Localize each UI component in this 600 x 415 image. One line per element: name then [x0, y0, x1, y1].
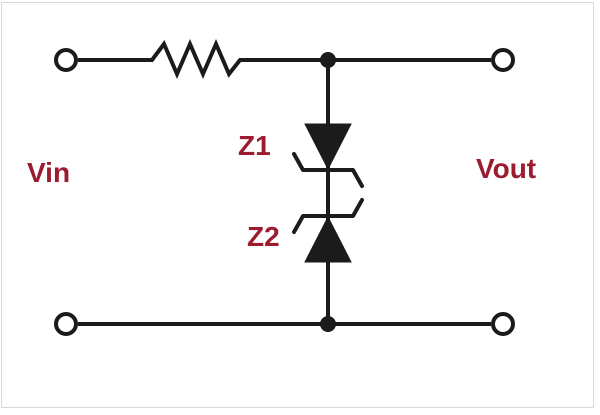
z2-label: Z2: [247, 221, 280, 252]
top-rail-wire-with-resistor: [78, 38, 491, 80]
vin-label: Vin: [27, 157, 71, 188]
top-junction-dot: [320, 52, 336, 68]
z1-label: Z1: [238, 130, 271, 161]
input-terminal-bottom: [54, 312, 78, 336]
bottom-junction-dot: [320, 316, 336, 332]
input-terminal-top: [54, 48, 78, 72]
zener-z2-triangle: [304, 215, 352, 263]
zener-z1-cathode-bar: [292, 152, 364, 188]
vout-label: Vout: [476, 153, 537, 184]
zener-z1-triangle: [304, 123, 352, 171]
output-terminal-bottom: [491, 312, 515, 336]
output-terminal-top: [491, 48, 515, 72]
